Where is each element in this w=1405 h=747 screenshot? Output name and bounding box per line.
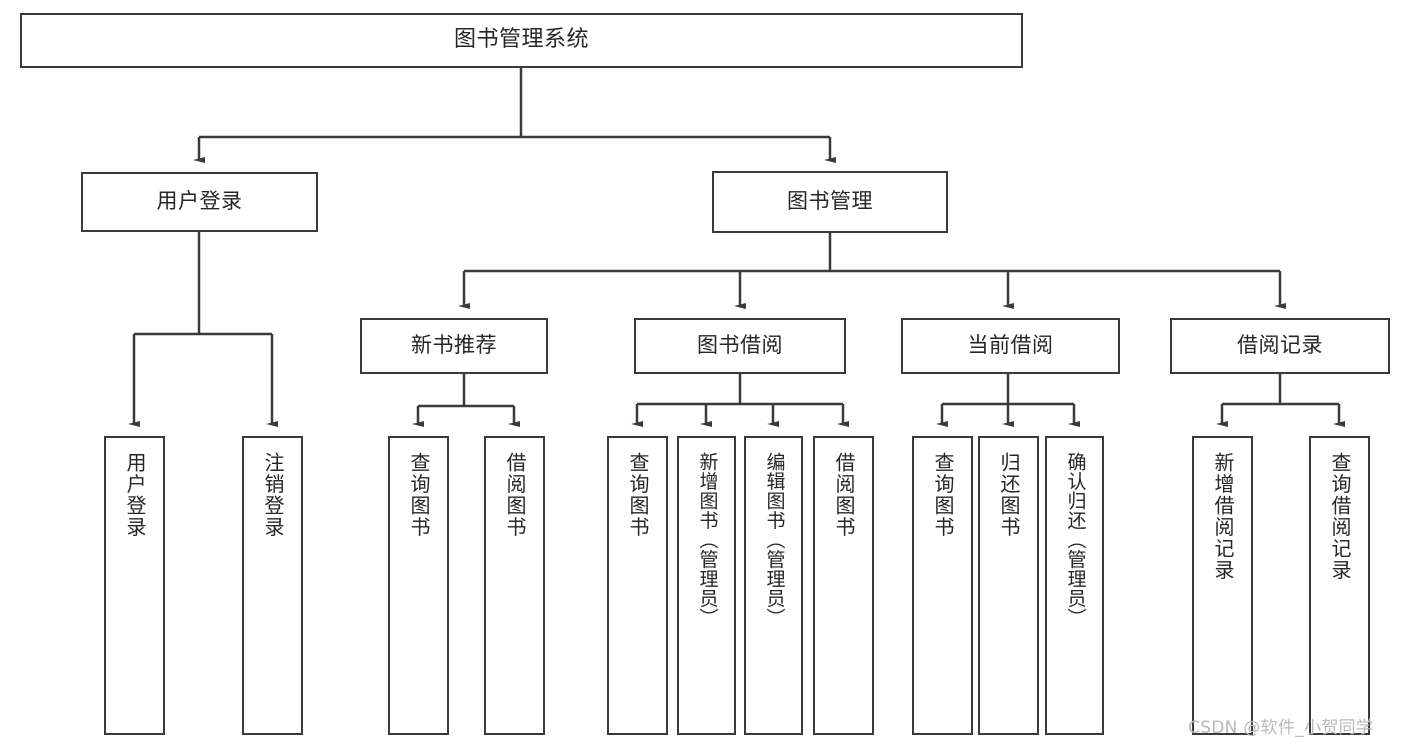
leaf-query-book-current[interactable]: 查询图书	[912, 436, 973, 735]
leaf-edit-book-admin[interactable]: 编辑图书（管理员）	[744, 436, 803, 735]
node-label: 新增图书（管理员）	[696, 452, 719, 628]
node-label: 图书管理系统	[453, 27, 589, 53]
node-label: 当前借阅	[967, 333, 1054, 358]
leaf-user-login[interactable]: 用户登录	[104, 436, 165, 735]
leaf-query-book-new-rec[interactable]: 查询图书	[388, 436, 449, 735]
watermark-text: CSDN @软件_小贺同学	[1188, 718, 1374, 738]
leaf-logout[interactable]: 注销登录	[242, 436, 303, 735]
node-label: 图书管理	[787, 189, 873, 214]
node-book-borrow[interactable]: 图书借阅	[634, 318, 846, 374]
node-new-book-recommendation[interactable]: 新书推荐	[360, 318, 548, 374]
node-root-book-management-system[interactable]: 图书管理系统	[20, 13, 1023, 68]
leaf-borrow-book-borrow[interactable]: 借阅图书	[813, 436, 874, 735]
node-label: 注销登录	[261, 452, 285, 538]
node-current-borrow[interactable]: 当前借阅	[901, 318, 1120, 374]
node-label: 归还图书	[997, 452, 1021, 538]
node-label: 新增借阅记录	[1211, 452, 1235, 581]
node-label: 借阅图书	[503, 452, 527, 538]
node-user-login[interactable]: 用户登录	[81, 172, 318, 232]
leaf-return-book[interactable]: 归还图书	[978, 436, 1039, 735]
node-label: 查询图书	[626, 452, 650, 538]
node-label: 确认归还（管理员）	[1064, 452, 1087, 628]
node-book-management[interactable]: 图书管理	[712, 171, 948, 233]
node-label: 查询图书	[407, 452, 431, 538]
node-label: 编辑图书（管理员）	[763, 452, 786, 628]
leaf-query-book-borrow[interactable]: 查询图书	[607, 436, 668, 735]
node-label: 用户登录	[123, 452, 147, 538]
leaf-confirm-return-admin[interactable]: 确认归还（管理员）	[1045, 436, 1104, 735]
node-label: 图书借阅	[697, 333, 783, 358]
leaf-borrow-book-new-rec[interactable]: 借阅图书	[484, 436, 545, 735]
node-label: 用户登录	[156, 189, 243, 214]
leaf-query-borrow-record[interactable]: 查询借阅记录	[1309, 436, 1370, 735]
node-label: 查询图书	[931, 452, 955, 538]
node-borrow-record[interactable]: 借阅记录	[1170, 318, 1390, 374]
leaf-add-book-admin[interactable]: 新增图书（管理员）	[677, 436, 736, 735]
node-label: 查询借阅记录	[1328, 452, 1352, 581]
node-label: 借阅记录	[1237, 333, 1323, 358]
leaf-add-borrow-record[interactable]: 新增借阅记录	[1192, 436, 1253, 735]
node-label: 新书推荐	[411, 333, 497, 358]
node-label: 借阅图书	[832, 452, 856, 538]
